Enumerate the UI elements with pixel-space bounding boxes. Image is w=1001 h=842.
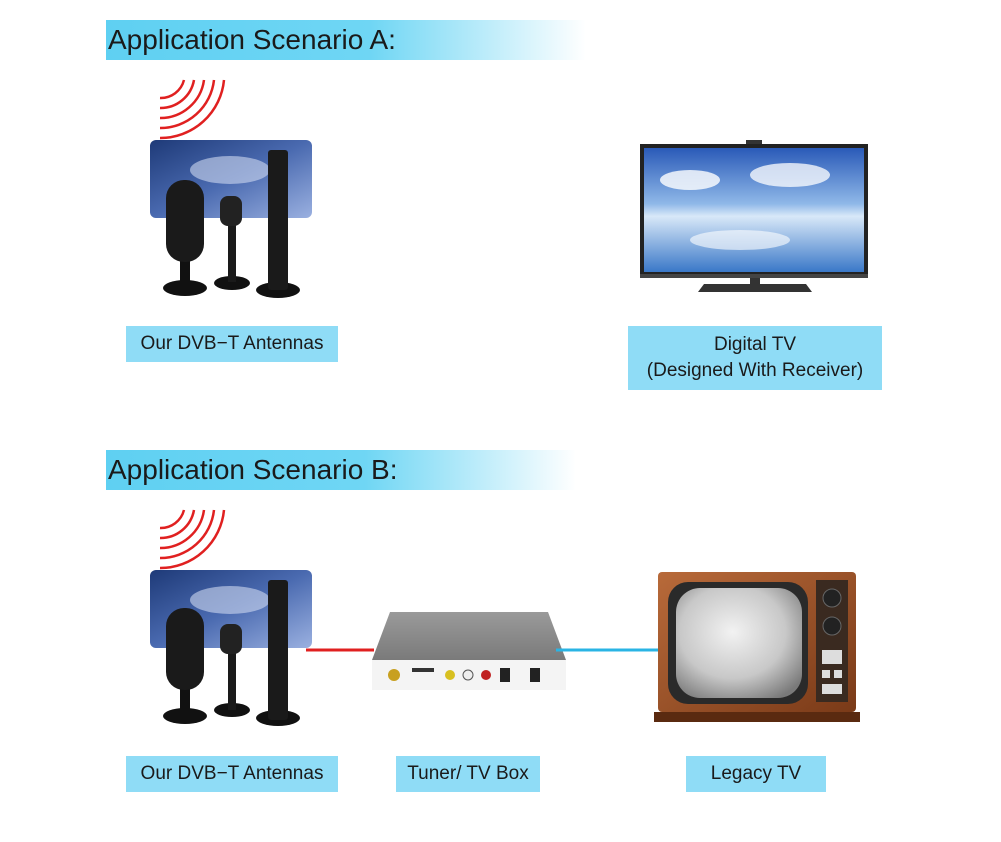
signal-waves-a-icon — [159, 79, 226, 140]
scenario-a-banner: Application Scenario A: — [106, 20, 586, 60]
digital-tv-label: Digital TV (Designed With Receiver) — [628, 326, 882, 390]
digital-tv-label-line1: Digital TV — [713, 334, 796, 355]
antenna-label-a-text: Our DVB−T Antennas — [140, 333, 324, 354]
tv-box-label-text: Tuner/ TV Box — [407, 763, 529, 784]
legacy-tv-icon — [654, 572, 860, 722]
legacy-tv-label-text: Legacy TV — [710, 763, 802, 784]
tv-box-label: Tuner/ TV Box — [396, 756, 540, 792]
tv-box-icon — [372, 612, 566, 690]
digital-tv-label-line2: (Designed With Receiver) — [646, 360, 864, 381]
antenna-label-a: Our DVB−T Antennas — [126, 326, 338, 362]
antenna-label-b: Our DVB−T Antennas — [126, 756, 338, 792]
scenario-b-banner: Application Scenario B: — [106, 450, 576, 490]
signal-waves-b-icon — [159, 509, 226, 570]
antennas-b-icon — [150, 570, 312, 726]
antenna-label-b-text: Our DVB−T Antennas — [140, 763, 324, 784]
digital-tv-icon — [640, 140, 868, 292]
antennas-a-icon — [150, 140, 312, 298]
scenario-a-title: Application Scenario A: — [108, 24, 396, 55]
legacy-tv-label: Legacy TV — [686, 756, 826, 792]
scenario-b-title: Application Scenario B: — [108, 454, 398, 485]
